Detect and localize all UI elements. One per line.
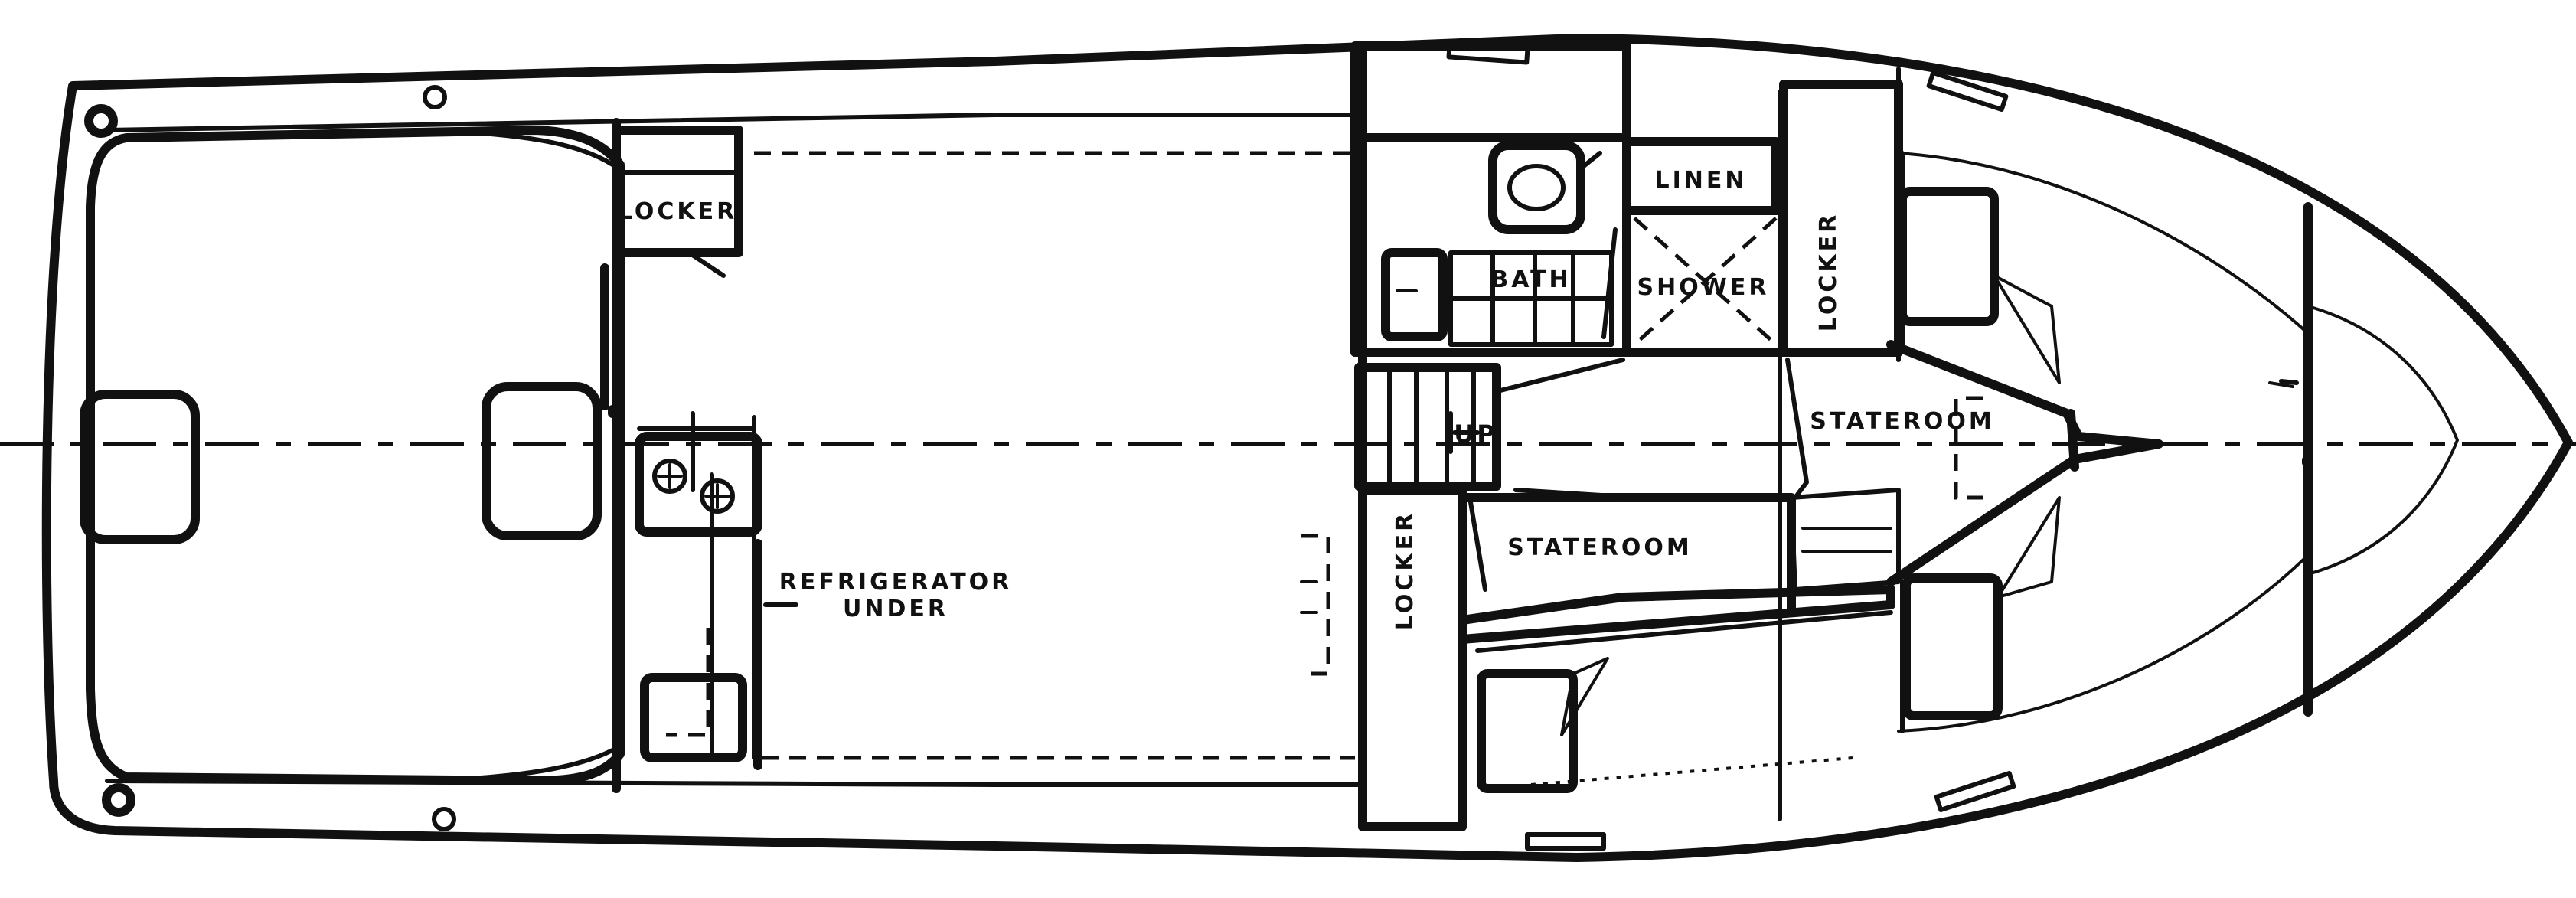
window-icon (1934, 770, 2016, 813)
refrigerator-label: REFRIGERATOR (779, 569, 1013, 596)
linen-label: LINEN (1655, 167, 1748, 194)
hull-outline (41, 34, 2573, 862)
cleat-icon (102, 783, 135, 817)
cockpit (80, 85, 625, 831)
berth-pillow (1477, 669, 1578, 793)
cockpit-hatch-aft (80, 390, 200, 544)
berth-pillow (1898, 187, 1999, 326)
stanchion-icon (423, 85, 447, 109)
locker-mid-label: LOCKER (1392, 511, 1419, 630)
stateroom-fwd: LOCKER STATEROOM (1778, 67, 2313, 821)
locker-fwd-label: LOCKER (1815, 212, 1842, 331)
window-icon (1525, 832, 1606, 851)
stateroom-mid-label: STATEROOM (1507, 534, 1693, 561)
burner-icon (700, 478, 735, 514)
stateroom-mid: LOCKER STATEROOM (1300, 485, 1895, 851)
locker-aft (612, 126, 743, 257)
locker-aft-label: LOCKER (618, 198, 737, 225)
refrigerator-label-under: UNDER (843, 596, 948, 622)
salon: LOCKER REFRIGERATOR UNDER (600, 41, 1367, 824)
bow-deck (2268, 202, 2459, 717)
bath-sink (1381, 248, 1448, 341)
locker-mid (1358, 485, 1467, 831)
stanchion-icon (432, 807, 456, 831)
window-icon (1446, 41, 1530, 65)
toilet-icon (1488, 141, 1585, 234)
companionway-steps: UP (1354, 358, 1625, 491)
stove (635, 432, 762, 537)
sink (640, 673, 747, 762)
cleat-icon (84, 104, 118, 138)
berth-pillow (1902, 573, 2003, 720)
bath-label: BATH (1490, 266, 1571, 293)
head-compartment: LINEN BATH SHOWER (1350, 41, 1788, 357)
cockpit-hatch-fwd (482, 382, 602, 540)
window-icon (1926, 70, 2009, 113)
shower-label: SHOWER (1637, 274, 1770, 301)
burner-icon (652, 459, 687, 494)
stateroom-fwd-label: STATEROOM (1810, 408, 1995, 435)
